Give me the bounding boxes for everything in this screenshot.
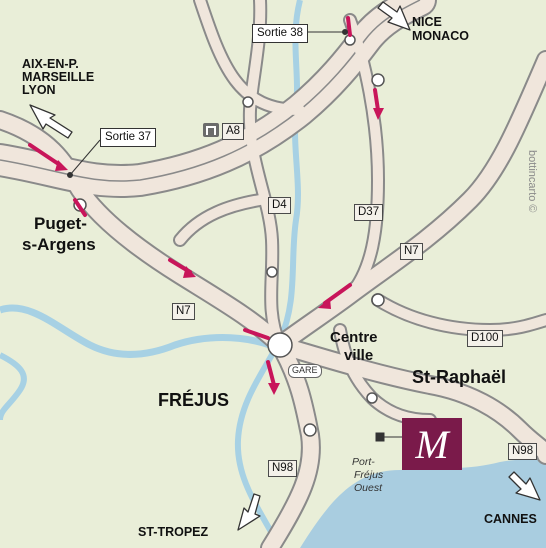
town-puget-line1: Puget- (34, 214, 87, 233)
road-a8: A8 (222, 123, 245, 140)
logo-m-icon: M (414, 422, 451, 467)
roundabout-centre (267, 332, 293, 358)
dest-lyon: LYON (22, 83, 56, 97)
road-n7-west: N7 (172, 303, 195, 320)
dest-st-tropez: ST-TROPEZ (138, 525, 209, 539)
motorway-icon (203, 123, 219, 137)
town-st-raphael: St-Raphaël (412, 367, 507, 387)
place-port-line1: Port- (352, 456, 375, 468)
town-puget-line2: s-Argens (22, 235, 96, 254)
road-n7-east: N7 (400, 243, 423, 260)
exit-sortie-37: Sortie 37 (100, 128, 157, 147)
dest-marseille: MARSEILLE (22, 70, 95, 84)
logo-letter: M (414, 422, 451, 467)
road-d4: D4 (268, 197, 291, 214)
arrow-e-icon (508, 471, 541, 501)
dest-cannes: CANNES (484, 512, 537, 526)
place-port-line2: Fréjus (354, 469, 384, 481)
arrow-ne-icon (377, 1, 411, 31)
dest-monaco: MONACO (412, 29, 469, 43)
road-n98-south: N98 (268, 460, 298, 477)
river-west (0, 304, 272, 358)
town-frejus: FRÉJUS (158, 390, 230, 410)
arrow-s-icon (237, 493, 261, 531)
sea (300, 459, 546, 548)
dest-aix: AIX-EN-P. (22, 57, 79, 71)
place-port-line3: Ouest (354, 482, 383, 494)
hotel-logo: M (402, 418, 462, 470)
road-d100: D100 (467, 330, 503, 347)
town-centre-line2: ville (344, 347, 374, 364)
place-gare: GARE (288, 364, 322, 378)
exit-sortie-38: Sortie 38 (252, 24, 309, 43)
town-centre-line1: Centre (330, 329, 378, 346)
road-d37: D37 (354, 204, 384, 221)
arrow-nw-icon (29, 104, 73, 139)
road-n98-east: N98 (508, 443, 538, 460)
river-branch (0, 352, 27, 421)
map-credit: bottincarto © (526, 150, 538, 213)
dest-nice: NICE (412, 15, 442, 29)
